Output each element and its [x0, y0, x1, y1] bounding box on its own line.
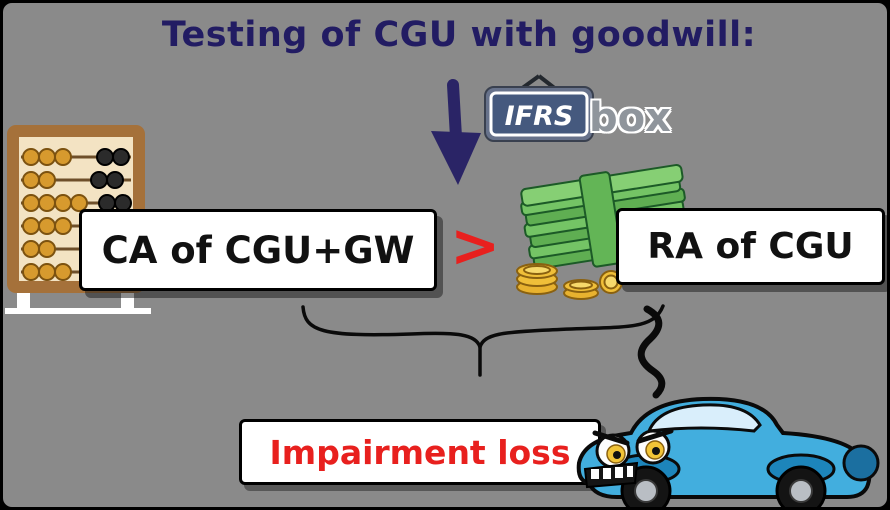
curly-brace-icon	[301, 304, 665, 377]
down-arrow-icon	[431, 79, 481, 185]
logo-ifrs-text: IFRS	[505, 101, 574, 132]
car-headlight-eyes	[592, 428, 674, 469]
smoke-squiggle-icon	[637, 305, 666, 399]
crashed-car-icon	[576, 305, 880, 507]
car-grille-mouth	[583, 461, 639, 489]
page-title: Testing of CGU with goodwill:	[161, 15, 757, 55]
tv-icon: IFRS	[484, 74, 594, 142]
ca-of-cgu-box: CA of CGU+GW	[79, 209, 437, 291]
greater-than-sign: >	[450, 211, 501, 281]
coins-icon	[516, 263, 623, 300]
ca-box-label: CA of CGU+GW	[101, 228, 415, 272]
impairment-loss-box: Impairment loss	[239, 419, 601, 485]
impairment-loss-label: Impairment loss	[269, 432, 571, 472]
ifrsbox-logo: IFRS box	[481, 73, 671, 145]
ra-of-cgu-box: RA of CGU	[616, 208, 885, 285]
ra-box-label: RA of CGU	[647, 226, 854, 267]
logo-box-text: box	[589, 95, 671, 141]
